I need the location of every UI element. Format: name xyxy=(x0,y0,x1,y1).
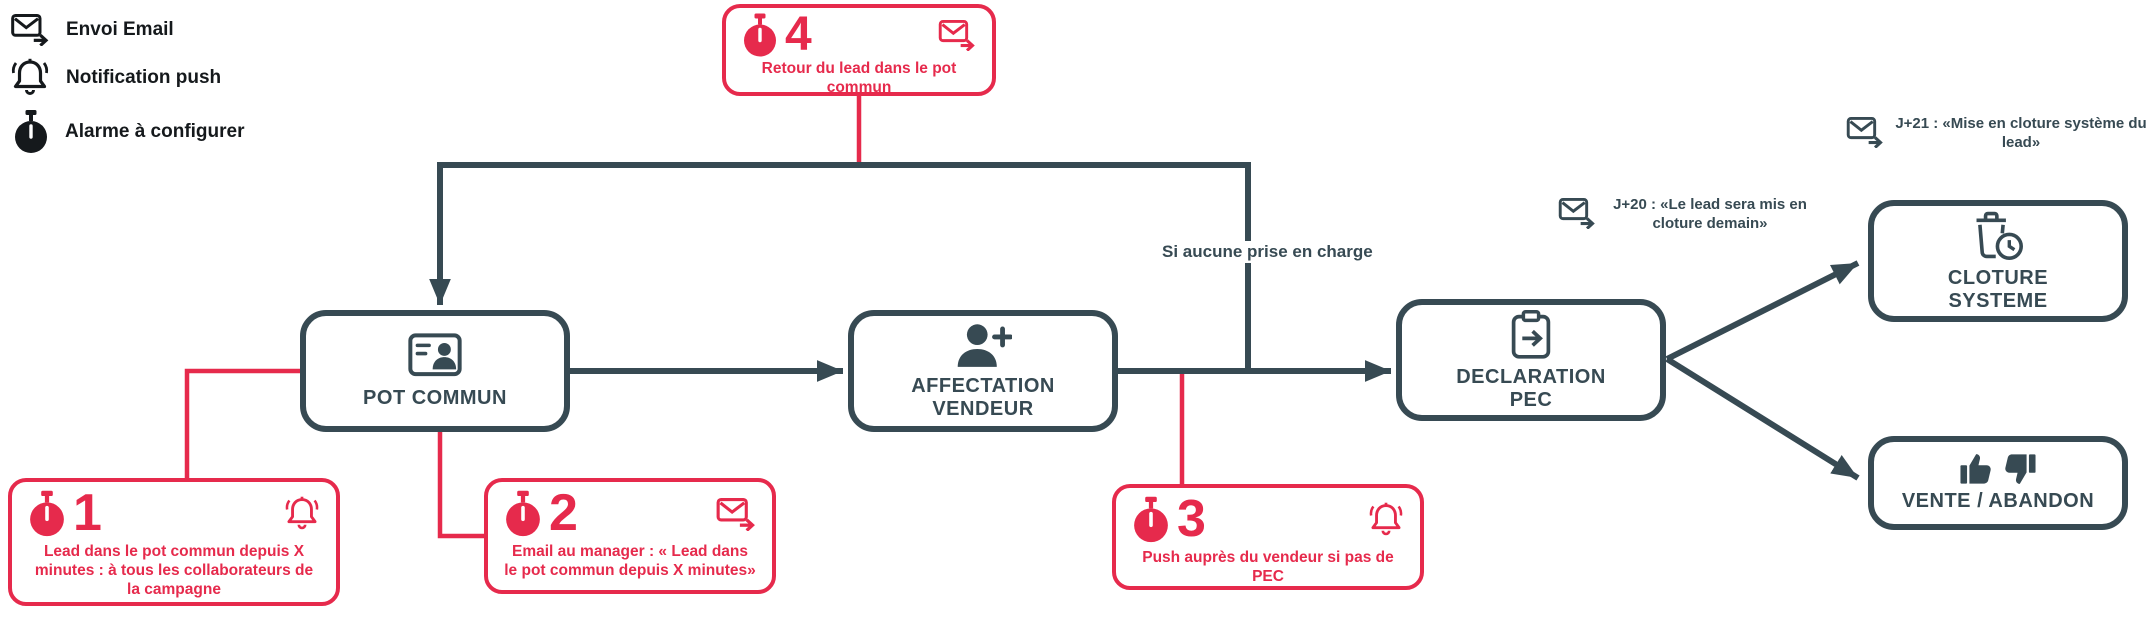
clipboard-arrow-icon xyxy=(1509,309,1553,359)
annotation-si-aucune-pec: Si aucune prise en charge xyxy=(1158,241,1377,263)
email-icon xyxy=(1846,117,1884,148)
email-icon xyxy=(716,498,756,531)
legend-label: Alarme à configurer xyxy=(65,121,245,142)
legend-label: Envoi Email xyxy=(66,19,174,40)
alarm-number: 1 xyxy=(73,484,102,543)
thumb-down-icon xyxy=(2003,453,2037,485)
email-icon xyxy=(938,20,976,51)
bell-icon xyxy=(10,57,50,99)
annotation-j21: J+21 : «Mise en cloture système du lead» xyxy=(1846,115,2148,153)
annotation-text: J+20 : «Le lead sera mis en cloture dema… xyxy=(1613,196,1807,232)
edge-declaration-to-cloture xyxy=(1665,260,1860,362)
alarm-timer: 3 xyxy=(1132,490,1206,549)
node-label: AFFECTATION VENDEUR xyxy=(911,374,1055,420)
stopwatch-icon xyxy=(13,109,49,155)
annotation-text: J+21 : «Mise en cloture système du lead» xyxy=(1895,115,2147,151)
alarm-header: 2 xyxy=(504,484,756,543)
person-add-icon xyxy=(954,322,1012,368)
thumb-up-icon xyxy=(1959,453,1993,485)
node-affectation-vendeur: AFFECTATION VENDEUR xyxy=(848,310,1118,432)
node-cloture-systeme: CLOTURE SYSTEME xyxy=(1868,200,2128,322)
thumbs-up-down-icon xyxy=(1959,453,2037,485)
node-label: DECLARATION PEC xyxy=(1456,365,1606,411)
alarm-timer: 4 xyxy=(742,8,812,62)
edge-alarm1-to-pot-commun xyxy=(184,368,300,478)
legend-label: Notification push xyxy=(66,67,222,88)
alarm-text: Lead dans le pot commun depuis X minutes… xyxy=(34,543,314,598)
alarm-number: 3 xyxy=(1177,490,1206,549)
legend-item-notification-push: Notification push xyxy=(10,54,221,102)
legend-item-alarme: Alarme à configurer xyxy=(13,108,245,156)
alarm-box-2: 2 Email au manager : « Lead dans le pot … xyxy=(484,478,776,594)
stopwatch-icon xyxy=(742,13,778,58)
alarm-header: 3 xyxy=(1132,490,1404,549)
alarm-text: Retour du lead dans le pot commun xyxy=(761,60,957,96)
edge-declaration-to-vente xyxy=(1665,356,1860,481)
node-vente-abandon: VENTE / ABANDON xyxy=(1868,436,2128,530)
stopwatch-icon xyxy=(28,490,66,538)
alarm-timer: 1 xyxy=(28,484,102,543)
alarm-text: Email au manager : « Lead dans le pot co… xyxy=(504,543,756,579)
bell-icon xyxy=(284,495,320,533)
pot-commun-icon xyxy=(408,333,462,380)
node-declaration-pec: DECLARATION PEC xyxy=(1396,299,1666,421)
edge-alarm2-to-pot-commun xyxy=(437,430,486,539)
stopwatch-icon xyxy=(504,490,542,538)
alarm-box-1: 1 Lead dans le pot commun depuis X minut… xyxy=(8,478,340,606)
trash-clock-icon xyxy=(1972,210,2024,260)
email-icon xyxy=(10,14,50,46)
node-label: CLOTURE SYSTEME xyxy=(1947,266,2049,312)
node-label: POT COMMUN xyxy=(363,386,507,409)
alarm-header: 1 xyxy=(28,484,320,543)
annotation-j20: J+20 : «Le lead sera mis en cloture dema… xyxy=(1558,196,1814,234)
node-label: VENTE / ABANDON xyxy=(1901,490,2095,512)
alarm-timer: 2 xyxy=(504,484,578,543)
alarm-box-3: 3 Push auprès du vendeur si pas de PEC xyxy=(1112,484,1424,590)
alarm-header: 4 xyxy=(742,8,976,62)
email-icon xyxy=(1558,198,1596,229)
alarm-number: 4 xyxy=(785,8,812,62)
node-pot-commun: POT COMMUN xyxy=(300,310,570,432)
alarm-number: 2 xyxy=(549,484,578,543)
bell-icon xyxy=(1368,501,1404,539)
stopwatch-icon xyxy=(1132,496,1170,544)
legend-item-envoi-email: Envoi Email xyxy=(10,6,174,54)
alarm-text: Push auprès du vendeur si pas de PEC xyxy=(1142,549,1394,585)
alarm-box-4: 4 Retour du lead dans le pot commun xyxy=(722,4,996,96)
